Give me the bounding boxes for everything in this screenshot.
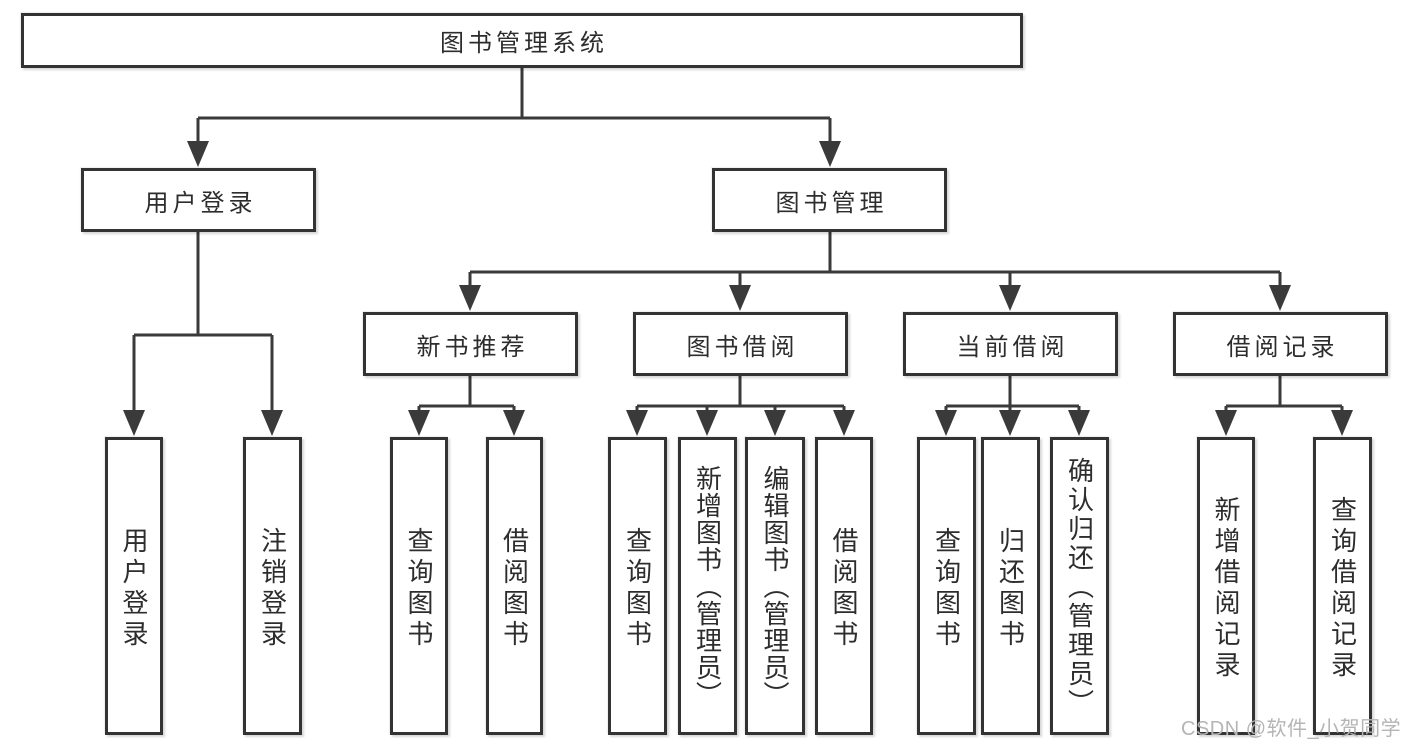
arrowhead-icon [729, 285, 751, 311]
leaf-user-login: 用户登录 [105, 437, 163, 735]
arrowhead-icon [819, 141, 841, 167]
leaf-add-books-admin: 新增图书（管理员） [678, 437, 737, 735]
leaf-edit-books-admin-label: 编辑图书（管理员） [760, 465, 790, 708]
leaf-confirm-return-admin-label: 确认归还（管理员） [1064, 457, 1095, 718]
leaf-query-books-current: 查询图书 [917, 437, 976, 735]
node-user-login: 用户登录 [81, 168, 316, 232]
node-borrow-records: 借阅记录 [1173, 312, 1388, 376]
book-management-label: 图书管理 [775, 189, 888, 217]
arrowhead-icon [1331, 410, 1353, 436]
leaf-add-books-admin-label: 新增图书（管理员） [692, 465, 723, 708]
leaf-confirm-return-admin: 确认归还（管理员） [1050, 437, 1109, 735]
leaf-query-books-recommend: 查询图书 [390, 437, 448, 735]
arrowhead-icon [1068, 410, 1090, 436]
leaf-query-books-borrow-label: 查询图书 [622, 526, 653, 651]
arrowhead-icon [764, 410, 786, 436]
leaf-user-login-label: 用户登录 [119, 526, 149, 651]
leaf-borrow-books-recommend-label: 借阅图书 [499, 526, 530, 651]
arrowhead-icon [626, 410, 648, 436]
arrowhead-icon [123, 410, 145, 436]
new-book-recommend-label: 新书推荐 [416, 333, 529, 361]
arrowhead-icon [696, 410, 718, 436]
node-new-book-recommend: 新书推荐 [363, 312, 578, 376]
leaf-borrow-books-recommend: 借阅图书 [486, 437, 543, 735]
leaf-borrow-books: 借阅图书 [815, 437, 873, 735]
leaf-query-books-current-label: 查询图书 [931, 526, 962, 651]
leaf-borrow-books-label: 借阅图书 [829, 526, 859, 651]
leaf-query-books-recommend-label: 查询图书 [404, 526, 434, 651]
leaf-edit-books-admin: 编辑图书（管理员） [745, 437, 805, 735]
leaf-logout-label: 注销登录 [257, 526, 288, 651]
arrowhead-icon [935, 410, 957, 436]
leaf-return-books-label: 归还图书 [995, 526, 1026, 651]
arrowhead-icon [999, 410, 1021, 436]
arrowhead-icon [999, 285, 1021, 311]
arrowhead-icon [261, 410, 283, 436]
arrowhead-icon [1215, 410, 1237, 436]
csdn-watermark: CSDN @软件_小贺同学 [1181, 718, 1402, 740]
node-book-management: 图书管理 [712, 168, 947, 232]
node-current-borrow: 当前借阅 [903, 312, 1118, 376]
book-borrow-label: 图书借阅 [686, 333, 799, 361]
leaf-add-borrow-record-label: 新增借阅记录 [1211, 495, 1241, 682]
leaf-return-books: 归还图书 [981, 437, 1040, 735]
borrow-records-label: 借阅记录 [1226, 333, 1339, 361]
node-book-borrow: 图书借阅 [633, 312, 848, 376]
root-label: 图书管理系统 [440, 30, 608, 57]
leaf-query-books-borrow: 查询图书 [608, 437, 667, 735]
arrowhead-icon [1269, 285, 1291, 311]
leaf-query-borrow-record-label: 查询借阅记录 [1327, 495, 1358, 682]
arrowhead-icon [408, 410, 430, 436]
user-login-label: 用户登录 [144, 189, 257, 217]
leaf-query-borrow-record: 查询借阅记录 [1313, 437, 1372, 735]
arrowhead-icon [833, 410, 855, 436]
node-root: 图书管理系统 [21, 13, 1023, 68]
leaf-logout: 注销登录 [243, 437, 302, 735]
leaf-add-borrow-record: 新增借阅记录 [1197, 437, 1255, 735]
current-borrow-label: 当前借阅 [956, 333, 1069, 361]
arrowhead-icon [459, 285, 481, 311]
arrowhead-icon [503, 410, 525, 436]
arrowhead-icon [187, 141, 209, 167]
